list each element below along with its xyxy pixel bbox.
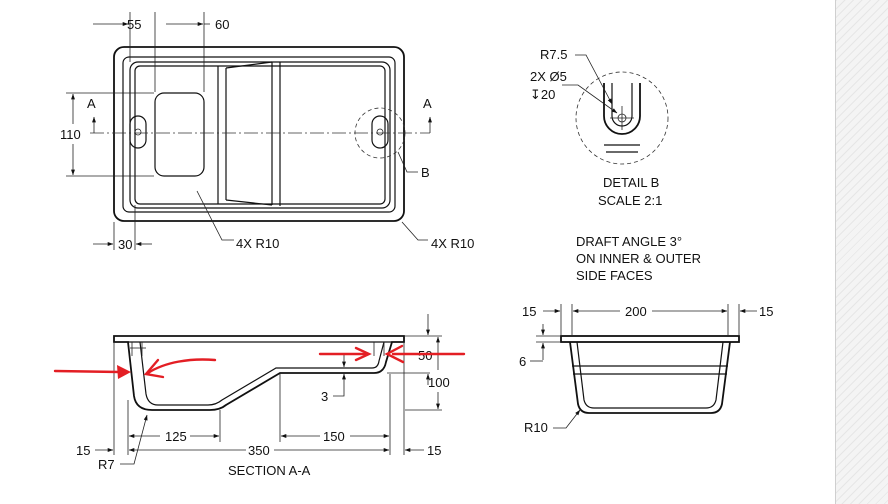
- draft-notes: DRAFT ANGLE 3° ON INNER & OUTER SIDE FAC…: [576, 234, 701, 283]
- ev-dim-15-right: 15: [759, 304, 773, 319]
- plan-left-hole: [134, 128, 142, 136]
- plan-cavity: [129, 61, 391, 209]
- detail-b-leader: [397, 151, 418, 173]
- plan-ramp-edges: [225, 61, 273, 206]
- dim-55: 55: [127, 17, 141, 32]
- ev-radius-leader: [553, 409, 581, 429]
- ev-dim-15-left: 15: [522, 304, 536, 319]
- section-title: SECTION A-A: [228, 463, 311, 478]
- detail-scale: SCALE 2:1: [598, 193, 662, 208]
- plan-view: 55 60 110 A A B 30 4X R10 4X R10: [60, 12, 474, 252]
- plan-cavity-floor: [134, 65, 386, 205]
- ev-dim-200: 200: [625, 304, 647, 319]
- section-inner-profile: [139, 341, 385, 406]
- end-view-inner: [576, 341, 724, 409]
- end-view: 15 200 15 6 R10: [519, 304, 773, 435]
- red-arrow-far-right-head: [384, 344, 405, 364]
- sv-dim-350: 350: [248, 443, 270, 458]
- detail-b-slot-outer: [603, 83, 641, 135]
- plan-left-slot: [129, 115, 147, 149]
- sv-dim-100: 100: [428, 375, 450, 390]
- note-line-2: ON INNER & OUTER: [576, 251, 701, 266]
- outer-radius-leader: [401, 221, 428, 241]
- callout-inner-radius: 4X R10: [236, 236, 279, 251]
- section-view: 50 100 3 125 150 350 15 15 R7 SECTION A-…: [76, 314, 450, 478]
- dim-30: 30: [118, 237, 132, 252]
- end-view-flange: [560, 335, 740, 343]
- ev-radius: R10: [524, 420, 548, 435]
- section-mark-left: A: [87, 96, 96, 111]
- sv-dim-125: 125: [165, 429, 187, 444]
- r75-leader: [575, 54, 613, 105]
- plan-outer-flange: [113, 46, 405, 222]
- plan-inner-rim: [122, 56, 396, 213]
- hole-count-dia: 2X Ø5: [530, 69, 567, 84]
- plan-right-hole: [376, 128, 384, 136]
- callout-outer-radius: 4X R10: [431, 236, 474, 251]
- red-arrow-mid-head: [143, 358, 165, 379]
- sv-dim-3: 3: [321, 389, 328, 404]
- detail-b-circle: [354, 107, 406, 159]
- sv-dim-50: 50: [418, 348, 432, 363]
- sv-radius: R7: [98, 457, 115, 472]
- red-arrow-left-head: [117, 365, 131, 379]
- detail-title: DETAIL B: [603, 175, 659, 190]
- technical-drawing: 55 60 110 A A B 30 4X R10 4X R10: [53, 12, 773, 478]
- sv-dim-15-left: 15: [76, 443, 90, 458]
- section-mark-right: A: [423, 96, 432, 111]
- sv-dim-15-right: 15: [427, 443, 441, 458]
- sv-radius-leader: [120, 414, 148, 465]
- inner-radius-leader: [196, 190, 234, 241]
- dim-60: 60: [215, 17, 229, 32]
- end-view-body: [569, 341, 731, 414]
- red-arrow-left-shaft: [53, 369, 122, 374]
- detail-b-boundary: [575, 71, 669, 165]
- red-arrow-right-head: [354, 346, 372, 362]
- red-annotations: [53, 344, 466, 379]
- sv-dim-150: 150: [323, 429, 345, 444]
- red-arrow-mid-shaft: [146, 358, 217, 375]
- sv-dim-3-leader: [333, 385, 345, 397]
- detail-radius: R7.5: [540, 47, 567, 62]
- drawing-sheet: 55 60 110 A A B 30 4X R10 4X R10: [53, 0, 836, 504]
- detail-b-rim-lines: [604, 144, 640, 153]
- hole-depth: ↧20: [530, 87, 555, 102]
- plan-inner-pocket: [154, 92, 205, 177]
- detail-b: R7.5 2X Ø5 ↧20 DETAIL B SCALE 2:1: [530, 47, 669, 208]
- note-line-1: DRAFT ANGLE 3°: [576, 234, 682, 249]
- hole-leader: [562, 84, 618, 114]
- note-line-3: SIDE FACES: [576, 268, 653, 283]
- detail-mark: B: [421, 165, 430, 180]
- plan-right-slot: [371, 115, 389, 149]
- dim-110: 110: [60, 127, 81, 142]
- ev-dim-6: 6: [519, 354, 526, 369]
- side-panel: [836, 0, 888, 504]
- section-outer-profile: [113, 335, 405, 411]
